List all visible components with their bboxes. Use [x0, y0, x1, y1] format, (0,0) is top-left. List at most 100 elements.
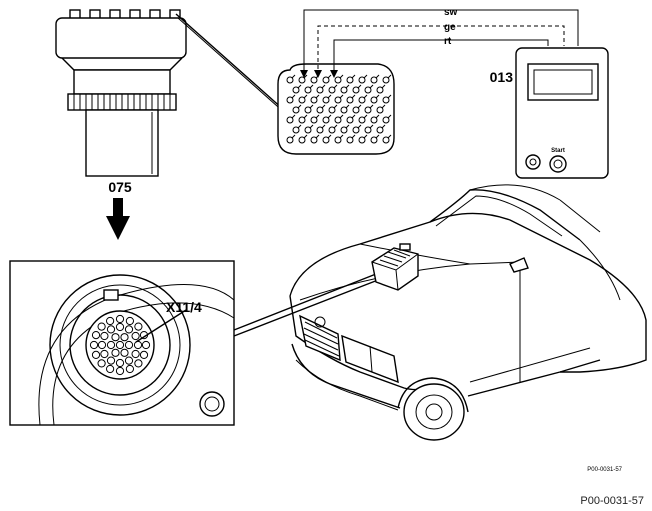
socket-pin — [100, 331, 109, 341]
socket-pin — [124, 356, 134, 365]
connector-pin — [346, 116, 354, 124]
connector-pin — [298, 96, 306, 104]
connector-pin — [286, 96, 294, 104]
adapter-075 — [55, 9, 187, 177]
connector-pin-tail — [363, 74, 368, 79]
connector-pin-tail — [375, 94, 380, 99]
connector-pin-tail — [303, 134, 308, 139]
socket-pin — [124, 340, 134, 350]
connector-pin-tail — [327, 134, 332, 139]
connector-pin-tail — [387, 114, 392, 119]
start-button-label: Start — [551, 148, 565, 154]
connector-pin-tail — [291, 114, 296, 119]
socket-pin — [106, 316, 115, 326]
tester-jack-icon — [525, 154, 541, 170]
wire-label-2: rt — [444, 36, 452, 47]
socket-pin — [111, 348, 120, 357]
socket-pin — [106, 340, 116, 350]
connector-pin-tail — [387, 74, 392, 79]
connector-pin — [298, 136, 306, 144]
connector-pin — [292, 86, 300, 94]
socket-pin — [120, 348, 129, 357]
connector-pin-tail — [339, 74, 344, 79]
connector-pin — [370, 136, 378, 144]
socket-pin — [115, 322, 125, 332]
connector-pin — [292, 126, 300, 134]
connector-pin-tail — [351, 94, 356, 99]
connector-pin-tail — [315, 134, 320, 139]
connector-pin — [322, 76, 330, 84]
connector-pin-tail — [297, 104, 302, 109]
connector-pin-tail — [327, 114, 332, 119]
connector-pin — [346, 76, 354, 84]
connector-pin — [328, 106, 336, 114]
connector-pin-tail — [291, 134, 296, 139]
connector-pin — [346, 96, 354, 104]
connector-pin — [382, 96, 390, 104]
socket-pin — [97, 359, 106, 368]
socket-pin — [106, 364, 115, 374]
socket-pin — [115, 366, 125, 376]
connector-pin — [382, 76, 390, 84]
connector-pin-tail — [369, 84, 374, 89]
connector-pin — [352, 106, 360, 114]
connector-face — [277, 63, 395, 155]
connector-pin-tail — [321, 104, 326, 109]
connector-pin — [346, 136, 354, 144]
connector-pin-tail — [333, 124, 338, 129]
socket-pin — [134, 359, 143, 368]
down-arrow-icon — [106, 198, 130, 240]
diagnostic-module — [371, 243, 419, 291]
connector-pin — [310, 116, 318, 124]
socket-pin — [125, 316, 134, 326]
connector-pin-tail — [369, 104, 374, 109]
star-emblem-icon — [314, 316, 326, 328]
connector-pin-tail — [363, 134, 368, 139]
connector-pin — [304, 86, 312, 94]
connector-pin-tail — [363, 94, 368, 99]
connector-pin-tail — [297, 84, 302, 89]
socket-pin — [89, 340, 99, 350]
socket-pin — [131, 331, 140, 341]
connector-pin-tail — [369, 124, 374, 129]
connector-pin — [340, 86, 348, 94]
connector-pin-tail — [321, 84, 326, 89]
wire-label-0: sw — [444, 7, 458, 18]
connector-pin-tail — [345, 124, 350, 129]
connector-pin-tail — [351, 74, 356, 79]
connector-pin — [358, 136, 366, 144]
connector-pin-tail — [375, 74, 380, 79]
connector-pin — [310, 76, 318, 84]
socket-detail-panel — [9, 260, 235, 426]
connector-pin — [352, 86, 360, 94]
connector-pin — [358, 96, 366, 104]
connector-pin — [322, 116, 330, 124]
connector-pin-tail — [357, 84, 362, 89]
connector-pin-tail — [381, 124, 386, 129]
socket-pin — [134, 322, 143, 331]
connector-pin-tail — [375, 114, 380, 119]
connector-pin — [286, 76, 294, 84]
rubber-plug-icon — [199, 391, 225, 417]
connector-pin-tail — [381, 104, 386, 109]
connector-pin-tail — [351, 134, 356, 139]
connector-pin — [328, 86, 336, 94]
connector-pin — [382, 136, 390, 144]
connector-pin — [322, 96, 330, 104]
connector-pin-tail — [303, 94, 308, 99]
connector-pin-tail — [387, 134, 392, 139]
connector-pin-tail — [357, 124, 362, 129]
socket-pin — [106, 325, 116, 334]
connector-pin — [340, 126, 348, 134]
connector-pin-tail — [315, 114, 320, 119]
connector-pin-tail — [309, 124, 314, 129]
connector-pin-tail — [291, 94, 296, 99]
connector-pin — [286, 136, 294, 144]
connector-pin — [352, 126, 360, 134]
tester-013 — [515, 47, 609, 179]
socket-pin — [141, 340, 151, 350]
connector-pin — [316, 106, 324, 114]
connector-pin-tail — [363, 114, 368, 119]
socket-pin — [115, 314, 125, 324]
socket-pin — [91, 350, 101, 359]
